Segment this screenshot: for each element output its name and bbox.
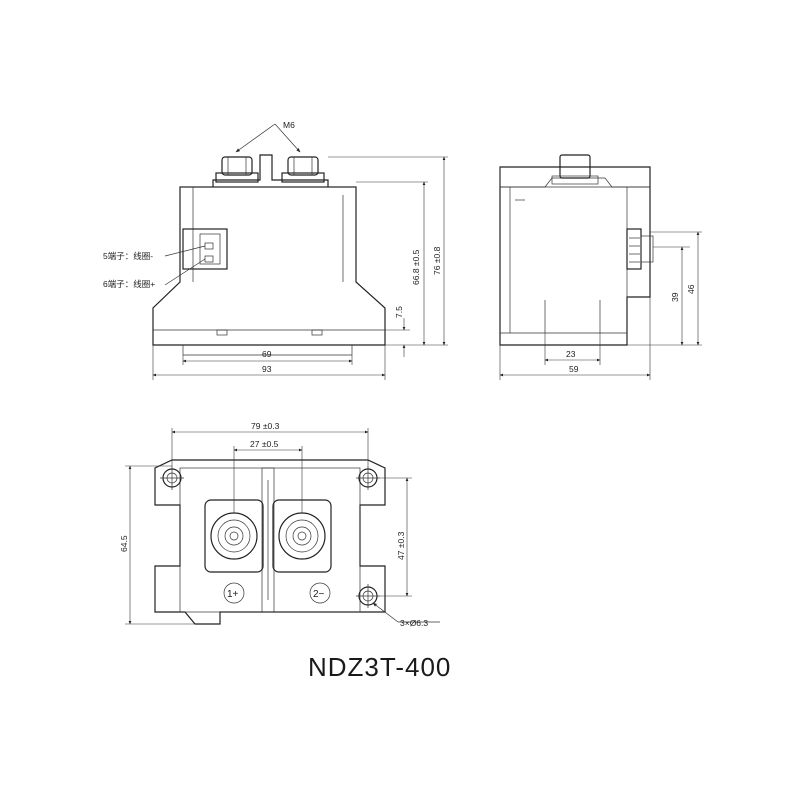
label-1plus: 1+ <box>227 589 239 600</box>
dim-39: 39 <box>670 292 680 302</box>
front-stud-right <box>281 156 325 183</box>
dim-27: 27 ±0.5 <box>250 439 279 449</box>
top-body-outline <box>154 459 386 625</box>
mount-hole-top-left <box>160 466 184 490</box>
top-view: 1+ 2− 79 ±0.3 27 ±0.5 <box>119 421 440 628</box>
dim-93: 93 <box>262 364 272 374</box>
pin6-label: 6端子：线圈+ <box>103 279 155 289</box>
side-connector <box>626 228 654 270</box>
dim-79: 79 ±0.3 <box>251 421 280 431</box>
label-2minus: 2− <box>313 589 325 600</box>
dim-23: 23 <box>566 349 576 359</box>
pin5-label: 5端子：线圈- <box>103 251 153 261</box>
dim-66-8: 66.8 ±0.5 <box>411 249 421 285</box>
mount-hole-bottom-right <box>356 584 380 608</box>
thread-label: M6 <box>283 120 295 130</box>
dim-76: 76 ±0.8 <box>432 246 442 275</box>
front-stud-left <box>215 156 259 183</box>
side-view: 39 46 23 59 <box>499 154 702 380</box>
dim-64-5: 64.5 <box>119 535 129 552</box>
dim-46: 46 <box>686 284 696 294</box>
mount-hole-top-right <box>356 466 380 490</box>
dim-7-5: 7.5 <box>394 306 404 318</box>
dim-59: 59 <box>569 364 579 374</box>
dim-47: 47 ±0.3 <box>396 531 406 560</box>
coil-connector <box>182 228 228 270</box>
front-body-outline <box>152 186 386 346</box>
front-view: M6 5端子：线圈- 6端子：线圈+ 69 93 7.5 <box>103 120 448 380</box>
model-title: NDZ3T-400 <box>308 652 451 682</box>
dim-holes: 3×Ø6.3 <box>400 618 428 628</box>
dim-69: 69 <box>262 349 272 359</box>
